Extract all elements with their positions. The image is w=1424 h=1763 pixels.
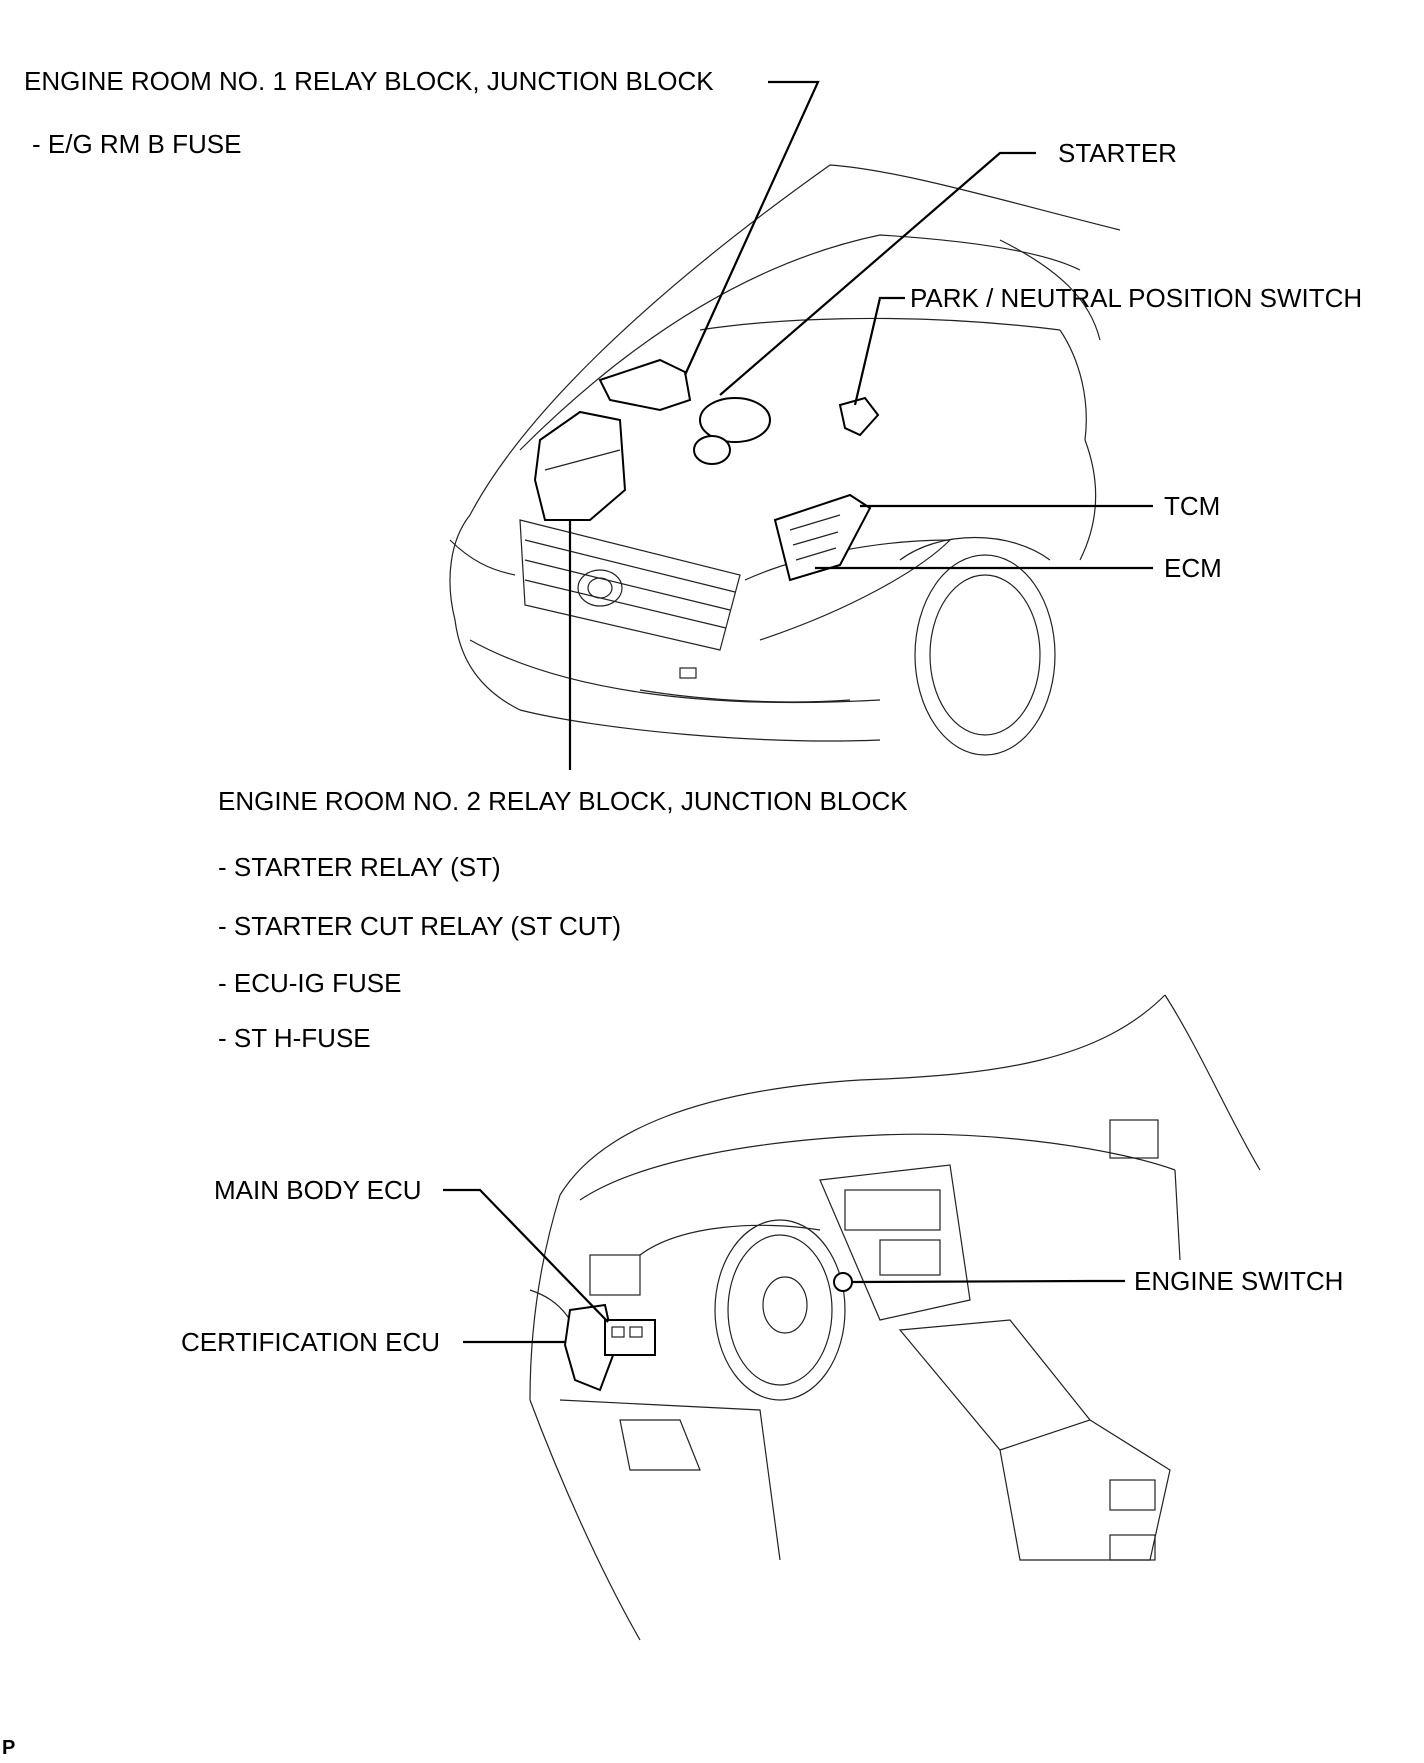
label-starter: STARTER: [1058, 138, 1177, 168]
label-engine-switch: ENGINE SWITCH: [1134, 1266, 1344, 1296]
er1-relay-block-shape: [598, 358, 692, 412]
engine-room-parts: [533, 358, 880, 582]
corner-mark: P: [2, 1737, 16, 1759]
label-tcm: TCM: [1164, 491, 1221, 521]
label-main-body-ecu: MAIN BODY ECU: [214, 1175, 422, 1205]
label-engine-room-no1-relay-block: ENGINE ROOM NO. 1 RELAY BLOCK, JUNCTION …: [24, 66, 714, 96]
pnp-switch-shape: [838, 396, 880, 437]
label-ecu-ig-fuse: - ECU-IG FUSE: [218, 968, 402, 998]
certification-ecu-shape: [563, 1303, 617, 1392]
label-ecm: ECM: [1164, 553, 1222, 583]
label-starter-cut-relay: - STARTER CUT RELAY (ST CUT): [218, 911, 622, 941]
cabin-leader-lines: [443, 1188, 1125, 1344]
label-certification-ecu: CERTIFICATION ECU: [181, 1327, 441, 1357]
engine-room-leader-lines: [568, 80, 1153, 770]
label-engine-room-no2-relay-block: ENGINE ROOM NO. 2 RELAY BLOCK, JUNCTION …: [218, 786, 908, 816]
label-starter-relay: - STARTER RELAY (ST): [218, 852, 501, 882]
label-st-h-fuse: - ST H-FUSE: [218, 1023, 371, 1053]
cabin-dashboard-drawing: [529, 994, 1261, 1641]
starter-shape: [699, 397, 771, 443]
label-park-neutral-position-switch: PARK / NEUTRAL POSITION SWITCH: [910, 283, 1363, 313]
engine-switch-shape: [833, 1272, 853, 1292]
er2-relay-block-shape: [533, 410, 627, 521]
label-eg-rm-b-fuse: - E/G RM B FUSE: [32, 129, 242, 159]
